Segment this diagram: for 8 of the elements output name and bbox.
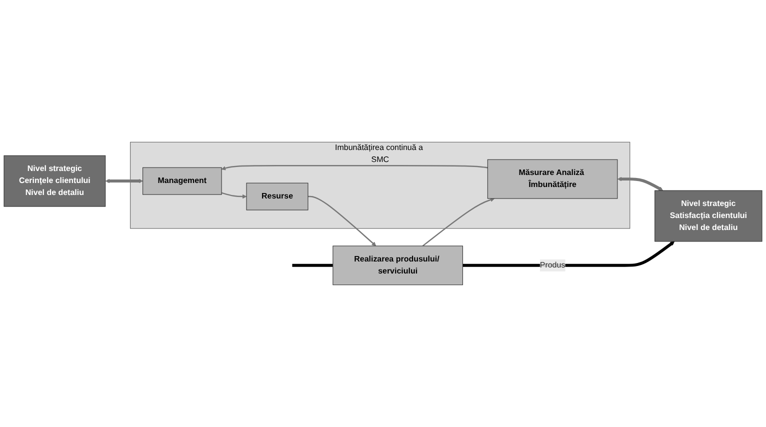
arrow [308,196,376,246]
connector [292,264,333,267]
arrow [221,164,488,170]
arrow [617,176,664,191]
arrow [221,192,247,199]
arrow [422,198,495,246]
arrow [105,178,143,184]
arrow [462,241,675,267]
